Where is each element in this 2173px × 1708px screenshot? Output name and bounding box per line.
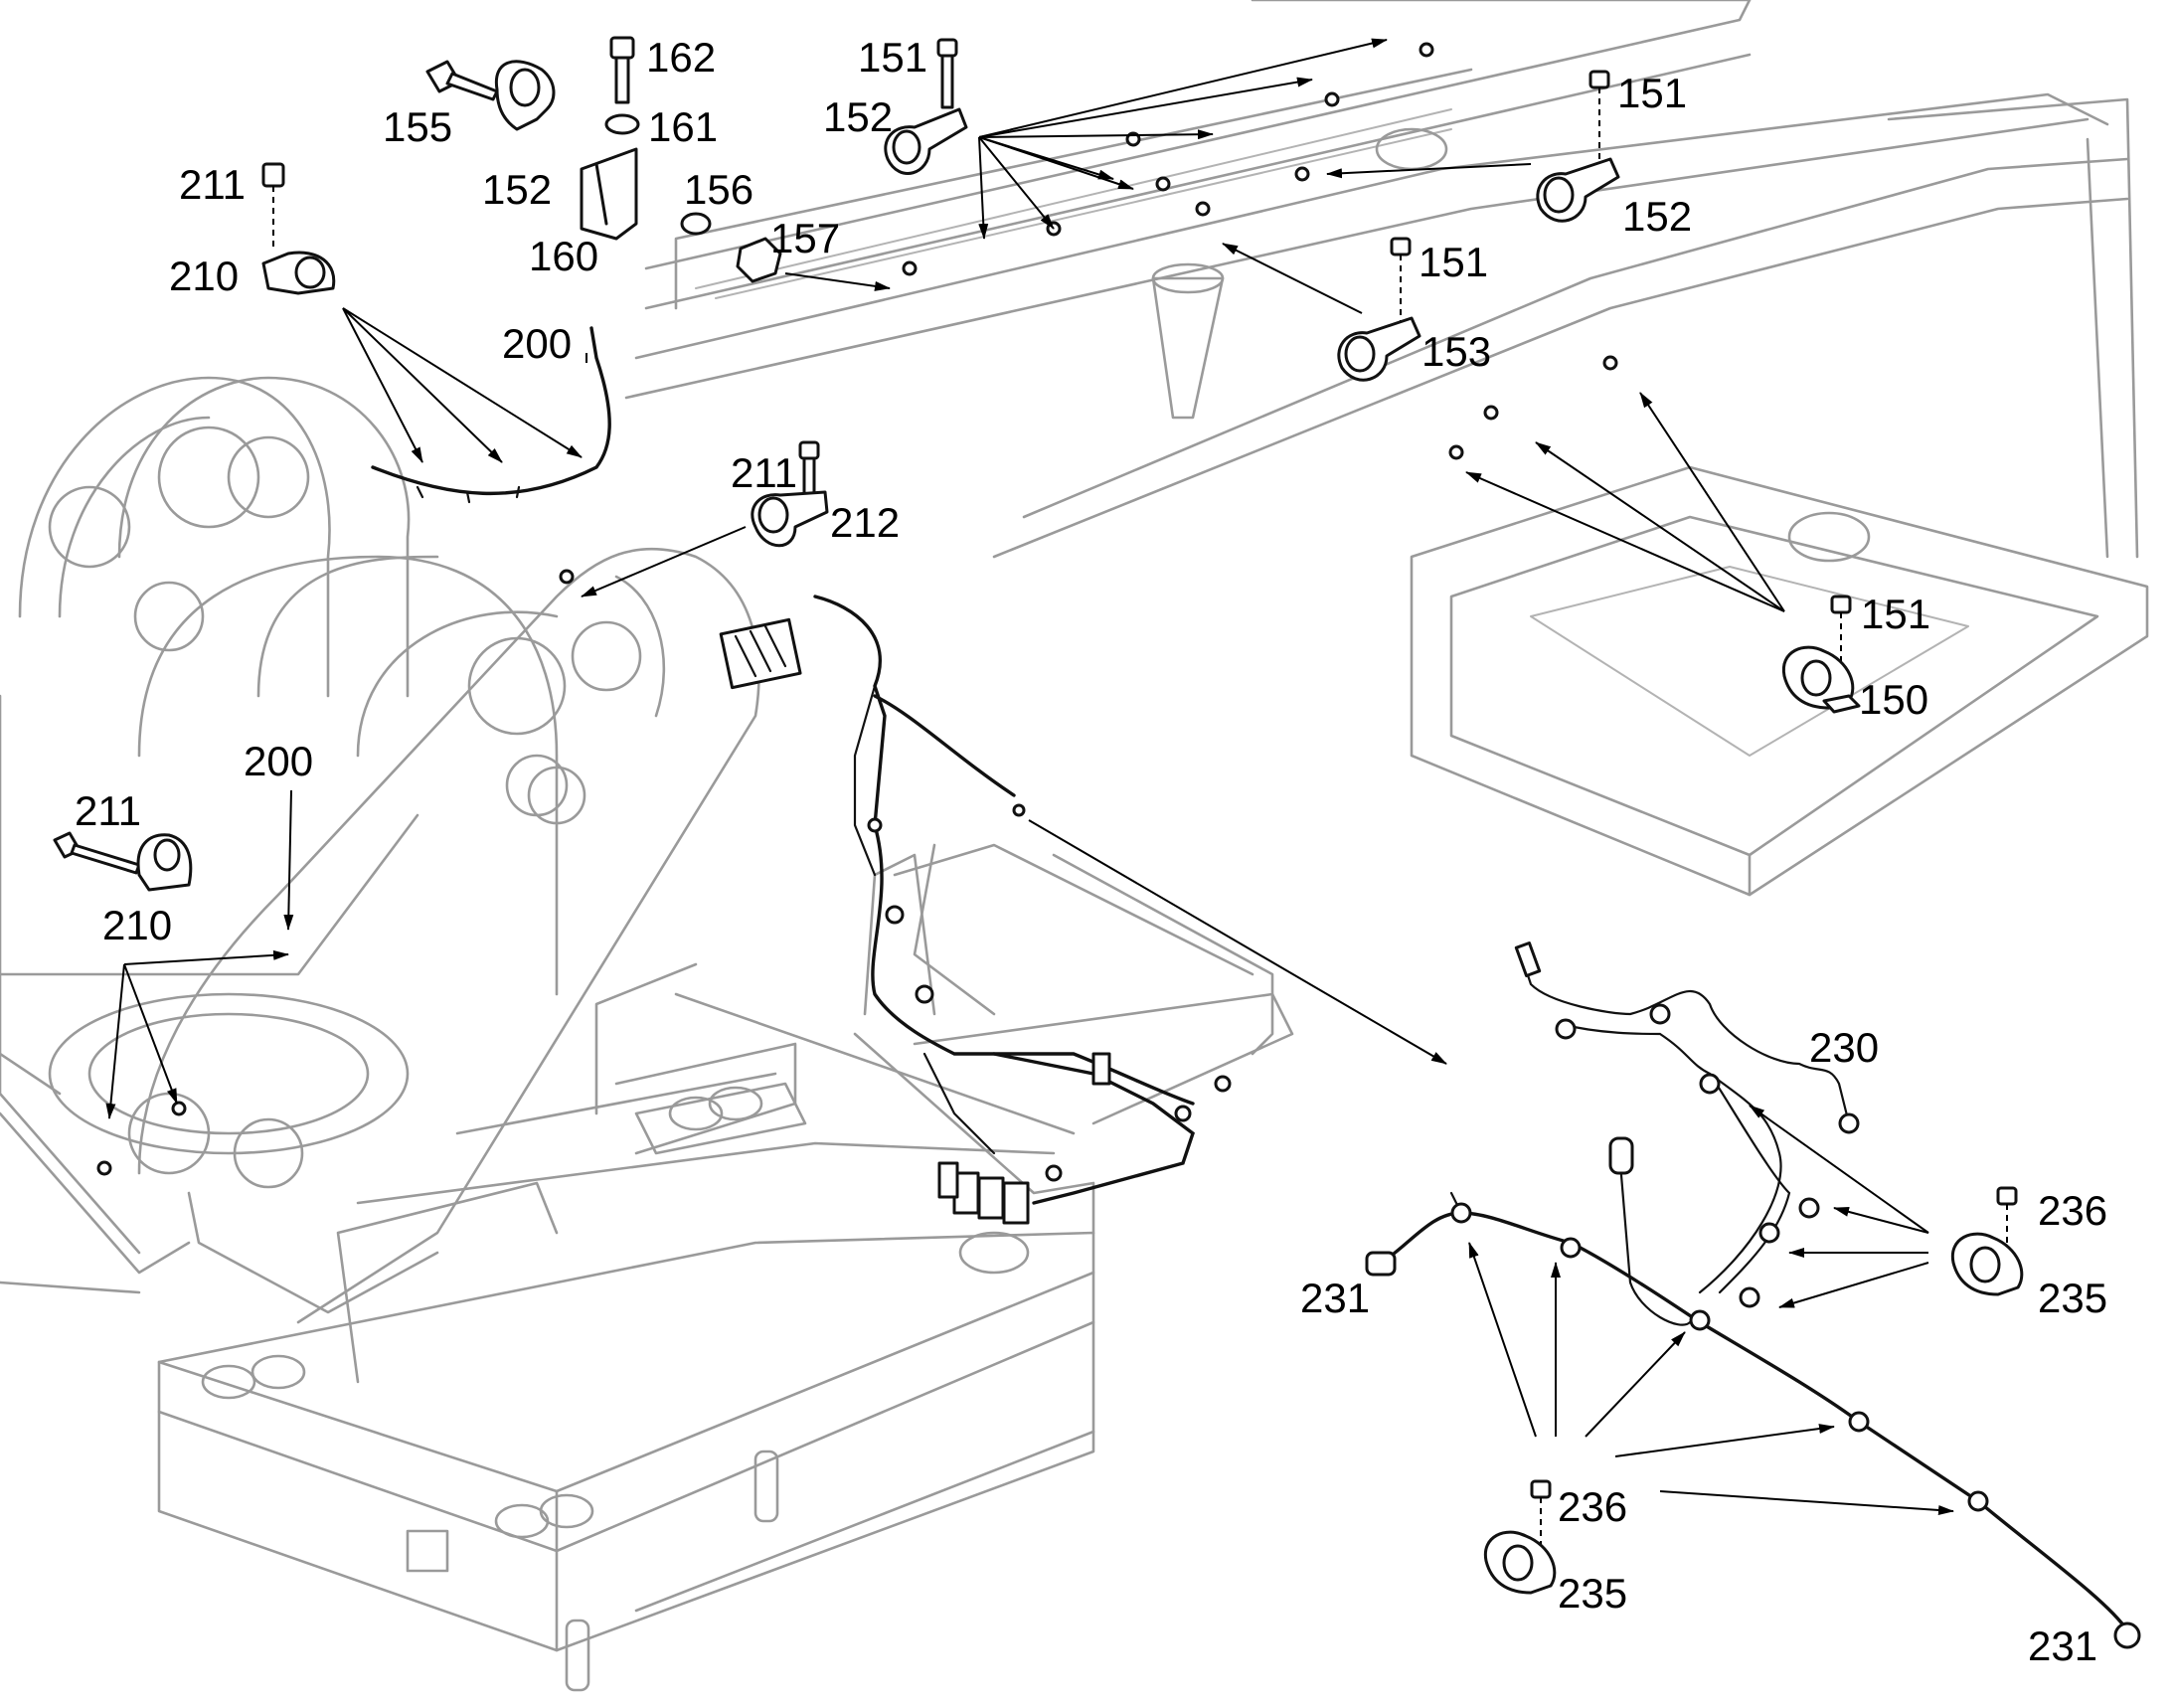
callout-231: 231 [1300,1275,1370,1321]
callout-160: 160 [529,233,598,279]
callout-210: 210 [102,902,172,948]
callout-235: 235 [1558,1570,1627,1617]
machine-frame [0,0,2149,1692]
callout-211: 211 [75,787,141,834]
callout-200: 200 [244,738,313,784]
callout-235: 235 [2038,1275,2107,1321]
callout-labels: 162 155 161 152 156 160 157 211 210 151 … [75,34,2107,1669]
callout-211: 211 [179,161,246,208]
leader-arrows [105,38,1954,1515]
callout-150: 150 [1859,676,1928,723]
callout-152: 152 [823,93,893,140]
callout-152: 152 [482,166,552,213]
callout-161: 161 [648,103,718,150]
callout-157: 157 [770,215,840,261]
detail-harness-230 [1365,941,2141,1649]
main-wiring-harness [371,326,1232,1225]
callout-212: 212 [830,499,900,546]
callout-151: 151 [1617,70,1687,116]
callout-153: 153 [1421,328,1491,375]
callout-162: 162 [646,34,716,81]
callout-151: 151 [1419,239,1488,285]
callout-230: 230 [1809,1024,1879,1071]
callout-236: 236 [1558,1483,1627,1530]
callout-152: 152 [1622,193,1692,240]
callout-211: 211 [731,449,797,496]
callout-156: 156 [684,166,753,213]
callout-151: 151 [858,34,927,81]
callout-155: 155 [383,103,452,150]
fastener-parts [53,36,2024,1595]
callout-151: 151 [1861,591,1930,637]
callout-236: 236 [2038,1187,2107,1234]
callout-210: 210 [169,253,239,299]
callout-200: 200 [502,320,572,367]
callout-231: 231 [2028,1623,2097,1669]
